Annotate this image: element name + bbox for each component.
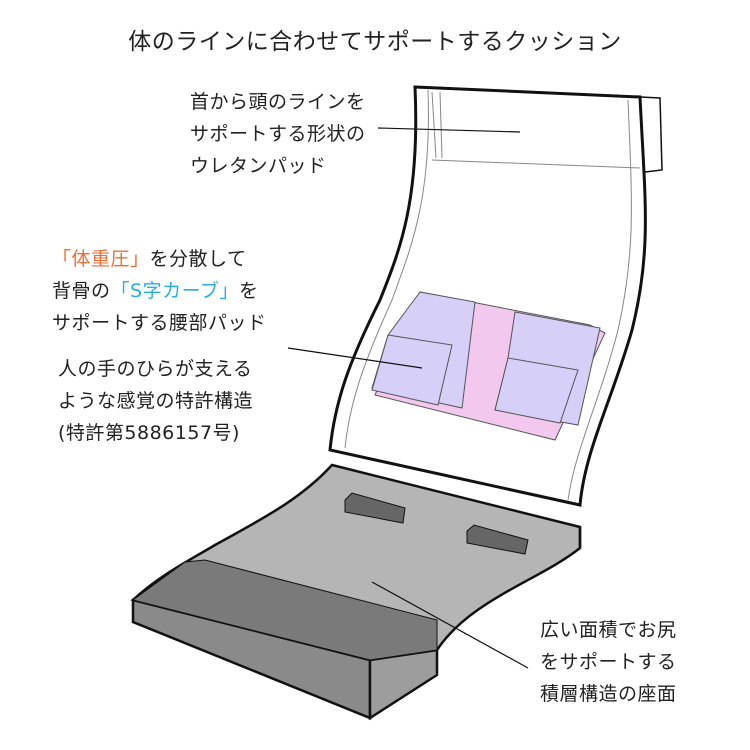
callout-line: 広い面積でお尻 — [540, 619, 677, 641]
highlight-text: 「体重圧」 — [52, 248, 150, 270]
page-title: 体のラインに合わせてサポートするクッション — [128, 29, 622, 55]
callout-line: サポートする形状の — [190, 123, 366, 145]
callout-line: ウレタンパッド — [190, 155, 327, 177]
seat-callout: 広い面積でお尻 をサポートする 積層構造の座面 — [540, 614, 677, 710]
head-pad-callout: 首から頭のラインを サポートする形状の ウレタンパッド — [190, 86, 366, 182]
seat — [130, 463, 582, 721]
lumbar-pad — [371, 291, 606, 441]
highlight-text: 「S字カーブ」 — [110, 280, 239, 302]
callout-text: 背骨の — [52, 280, 111, 302]
callout-line: (特許第5886157号) — [58, 422, 240, 444]
patent-callout: 人の手のひらが支える ような感覚の特許構造 (特許第5886157号) — [58, 353, 253, 449]
callout-text: を — [238, 280, 259, 302]
callout-line: ような感覚の特許構造 — [58, 390, 254, 412]
callout-line: 人の手のひらが支える — [58, 358, 253, 380]
callout-line: 首から頭のラインを — [190, 91, 366, 113]
leader-lines — [287, 127, 529, 669]
lumbar-pad-callout: 「体重圧」を分散して 背骨の「S字カーブ」を サポートする腰部パッド — [52, 243, 267, 339]
callout-line: 積層構造の座面 — [540, 683, 677, 705]
backrest — [328, 85, 663, 507]
callout-line: サポートする腰部パッド — [52, 312, 267, 334]
callout-text: を分散して — [149, 248, 247, 270]
callout-line: をサポートする — [540, 651, 677, 673]
